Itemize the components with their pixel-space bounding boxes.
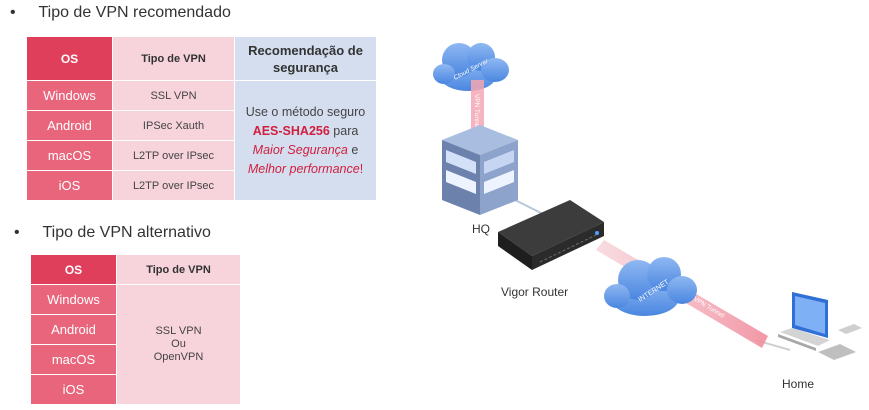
bullet-dot: • (14, 224, 20, 241)
type-cell: L2TP over IPsec (112, 140, 235, 171)
rec-line1: Use o método seguro (245, 104, 366, 119)
type-cell: L2TP over IPsec (112, 170, 235, 201)
internet-cloud-icon: INTERNET (604, 257, 697, 316)
col-os-header: OS (30, 254, 117, 285)
internet-label: INTERNET (637, 278, 671, 303)
vigor-router-label: Vigor Router (501, 285, 569, 299)
alternative-title-text: Tipo de VPN alternativo (42, 224, 211, 241)
os-cell: Android (26, 110, 113, 141)
type-cell: IPSec Xauth (112, 110, 235, 141)
recommendation-cell: Use o método seguro AES-SHA256 para Maio… (234, 80, 377, 201)
col-os-header: OS (26, 36, 113, 81)
rec-line4: Melhor performance! (235, 160, 376, 179)
home-label: Home (782, 377, 815, 391)
hq-tunnel-label: VPN Tunnel (473, 94, 480, 129)
col-rec-header-line2: segurança (272, 59, 339, 75)
home-laptop-icon (778, 292, 830, 351)
home-device-icon (818, 324, 862, 360)
rec-max-security: Maior Segurança (252, 142, 348, 157)
col-rec-header-line1: Recomendação de (248, 42, 363, 58)
col-type-header: Tipo de VPN (112, 36, 235, 81)
os-cell: iOS (30, 374, 117, 405)
col-type-header: Tipo de VPN (116, 254, 241, 285)
hq-building-icon (442, 125, 518, 215)
type-cell: SSL VPN (112, 80, 235, 111)
alt-type-line2: Ou (171, 338, 186, 350)
home-tunnel-label: VPN Tunnel (692, 296, 726, 320)
rec-best-performance: Melhor performance (247, 161, 360, 176)
rec-method: AES-SHA256 (252, 123, 330, 138)
recommended-title-text: Tipo de VPN recomendado (38, 4, 231, 21)
os-cell: macOS (30, 344, 117, 375)
rec-line3: Maior Segurança e (235, 141, 376, 160)
alt-type-line1: SSL VPN (155, 325, 202, 337)
os-cell: iOS (26, 170, 113, 201)
cloud-server-label: Cloud Server (453, 57, 491, 81)
rec-para: para (329, 123, 359, 138)
hq-vpn-tunnel: VPN Tunnel (471, 80, 484, 142)
alternative-title: • Tipo de VPN alternativo (14, 224, 211, 242)
col-rec-header: Recomendação de segurança (234, 36, 377, 81)
cloud-server-icon: Cloud Server (433, 43, 509, 91)
os-cell: macOS (26, 140, 113, 171)
home-vpn-tunnel: VPN Tunnel (596, 240, 768, 348)
alt-type-line3: OpenVPN (153, 351, 204, 363)
bullet-dot: • (10, 4, 16, 21)
recommended-title: • Tipo de VPN recomendado (10, 4, 231, 22)
alternative-table: OS Tipo de VPN Windows SSL VPN Ou OpenVP… (30, 254, 241, 405)
recommended-table: OS Tipo de VPN Recomendação de segurança… (26, 36, 377, 201)
rec-exclamation: ! (359, 161, 364, 176)
alternative-type-cell: SSL VPN Ou OpenVPN (116, 284, 241, 405)
rec-e: e (347, 142, 359, 157)
network-links (514, 199, 791, 351)
os-cell: Windows (26, 80, 113, 111)
vigor-router-icon (498, 200, 604, 270)
rec-line2: AES-SHA256 para (235, 122, 376, 141)
os-cell: Android (30, 314, 117, 345)
hq-label: HQ (472, 222, 490, 236)
os-cell: Windows (30, 284, 117, 315)
